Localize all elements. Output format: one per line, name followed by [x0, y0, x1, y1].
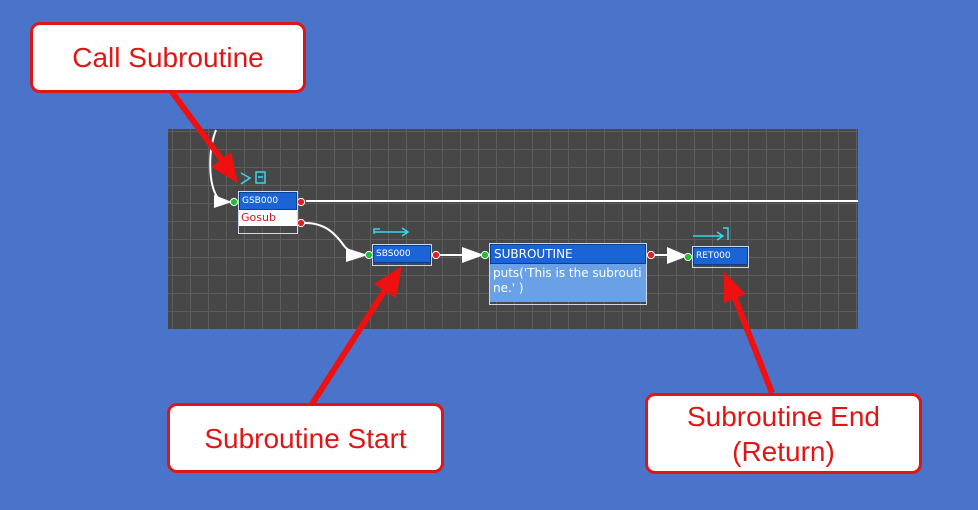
ret-in-connector	[683, 252, 693, 262]
return-node-id: RET000	[693, 247, 748, 265]
call-subroutine-text: Call Subroutine	[72, 42, 264, 73]
arrow-to-start-icon	[309, 266, 402, 406]
sub-out-connector	[646, 250, 656, 260]
subroutine-node[interactable]: SUBROUTINE puts('This is the subroutine.…	[489, 243, 647, 305]
gosub-node[interactable]: GSB000 Gosub	[238, 191, 298, 234]
arrow-to-gosub-icon	[169, 90, 238, 183]
subroutine-end-callout: Subroutine End (Return)	[645, 393, 922, 474]
flow-canvas[interactable]	[168, 129, 858, 329]
wire-arrow-ret	[667, 247, 688, 264]
start-node-id: SBS000	[373, 245, 431, 263]
return-glyph-icon	[693, 227, 729, 241]
wire-arrow-start	[346, 248, 368, 262]
gosub-in-connector	[229, 197, 239, 207]
sub-in-connector	[480, 250, 490, 260]
gosub-node-label: Gosub	[239, 210, 297, 226]
subroutine-start-callout: Subroutine Start	[167, 403, 444, 473]
call-subroutine-callout: Call Subroutine	[30, 22, 306, 93]
subroutine-start-text: Subroutine Start	[204, 422, 407, 454]
subroutine-node-code: puts('This is the subroutine.' )	[490, 264, 646, 302]
wire-arrow-sub	[462, 247, 484, 263]
subroutine-start-node[interactable]: SBS000	[372, 244, 432, 266]
wire-arrow-gosub	[214, 195, 232, 208]
start-out-connector	[431, 250, 441, 260]
return-node[interactable]: RET000	[692, 246, 749, 268]
gosub-node-id: GSB000	[239, 192, 297, 210]
subroutine-end-text: Subroutine End	[686, 400, 881, 432]
arrow-to-return-icon	[724, 272, 775, 395]
gosub-glyph-icon	[240, 171, 266, 185]
start-glyph-icon	[373, 227, 410, 237]
subroutine-end-return-text: (Return)	[732, 435, 835, 467]
subroutine-node-title: SUBROUTINE	[490, 244, 646, 264]
